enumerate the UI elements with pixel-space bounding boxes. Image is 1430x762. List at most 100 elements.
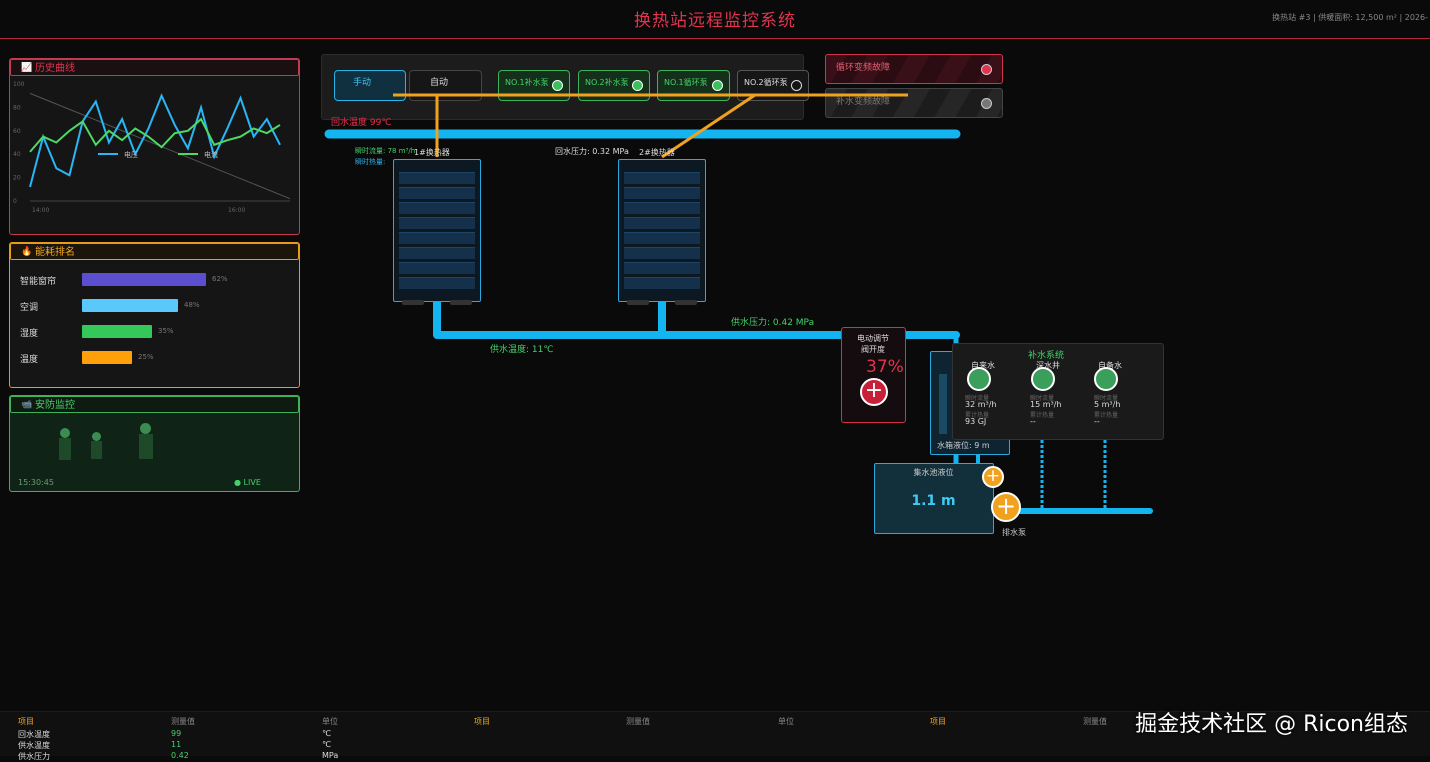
unit-heat: -- <box>1030 417 1036 426</box>
person-figure <box>90 432 102 459</box>
control-valve[interactable]: 电动调节 阀开度 37% + <box>841 327 906 423</box>
unit-flow: 5 m³/h <box>1094 400 1121 409</box>
unit-sub2: 累计热量 <box>1094 412 1119 419</box>
table-cell: MPa <box>322 751 339 760</box>
makeup-pump-icon <box>1094 367 1118 391</box>
pump-no2-circ-button[interactable]: NO.2循环泵 <box>737 70 809 101</box>
person-figure <box>58 428 72 460</box>
data-table <box>0 711 1430 756</box>
x-tick-label: 16:00 <box>228 207 245 214</box>
unit-name: 自来水 <box>971 361 995 370</box>
rank-bar <box>82 351 132 364</box>
heat-exchanger-1[interactable] <box>393 159 481 305</box>
status-indicator <box>552 80 563 91</box>
makeup-unit-2[interactable]: 深水井 瞬时流量 15 m³/h 累计热量 -- <box>1028 360 1078 430</box>
pump-no2-makeup-button[interactable]: NO.2补水泵 <box>578 70 650 101</box>
rank-bar <box>82 273 206 286</box>
hx1-label: 1#换热器 <box>414 148 450 157</box>
table-cell: 11 <box>171 740 182 749</box>
makeup-unit-1[interactable]: 自来水 瞬时流量 32 m³/h 累计热量 93 GJ <box>963 360 1013 430</box>
tank-level-label: 水箱液位: 9 m <box>937 441 990 450</box>
heat-exchanger-2[interactable] <box>618 159 706 305</box>
rank-percent: 48% <box>184 301 200 309</box>
table-header: 测量值 <box>171 717 195 726</box>
makeup-title: 补水系统 <box>1028 351 1065 361</box>
history-panel-title: 历史曲线 <box>35 63 75 74</box>
table-cell: 回水温度 <box>18 730 50 739</box>
table-header: 单位 <box>322 717 338 726</box>
table-cell: 供水压力 <box>18 752 50 761</box>
unit-sub1: 瞬时流量 <box>1030 395 1055 402</box>
header-bar <box>0 0 1430 39</box>
table-header: 项目 <box>18 717 34 726</box>
manual-mode-button[interactable]: 手动 <box>334 70 406 101</box>
collection-tank-level: 1.1 m <box>911 493 956 509</box>
y-tick-label: 20 <box>13 175 21 182</box>
security-title: 安防监控 <box>35 400 75 411</box>
heat-label: 瞬时热量: <box>355 158 386 166</box>
table-cell: 供水温度 <box>18 741 50 750</box>
pump-label: NO.1循环泵 <box>664 78 708 87</box>
drain-pump-label: 排水泵 <box>1002 528 1026 537</box>
table-cell: 99 <box>171 729 182 738</box>
unit-sub1: 瞬时流量 <box>965 395 990 402</box>
series-line-1 <box>29 117 281 153</box>
legend-label: 电压 <box>124 150 138 159</box>
hx2-label: 2#换热器 <box>639 148 675 157</box>
makeup-vfd-alarm[interactable]: 补水变频故障 <box>825 88 1003 118</box>
legend-label: 电流 <box>204 150 218 159</box>
drain-pump-icon[interactable]: + <box>991 492 1021 522</box>
table-header: 项目 <box>930 717 946 726</box>
rank-label: 温度 <box>20 355 39 365</box>
unit-heat: -- <box>1094 417 1100 426</box>
alarm-indicator <box>981 98 992 109</box>
rank-label: 智能窗帘 <box>20 277 57 287</box>
unit-sub2: 累计热量 <box>965 412 990 419</box>
circulation-vfd-alarm[interactable]: 循环变频故障 <box>825 54 1003 84</box>
energy-rank-header: 🔥 能耗排名 <box>10 243 299 260</box>
makeup-unit-3[interactable]: 自备水 瞬时流量 5 m³/h 累计热量 -- <box>1092 360 1142 430</box>
page-title: 换热站远程监控系统 <box>634 11 796 31</box>
return-temp-label: 回水温度 99℃ <box>331 118 392 128</box>
table-header: 测量值 <box>1083 717 1107 726</box>
alarm-label: 循环变频故障 <box>836 63 891 73</box>
pump-label: NO.2循环泵 <box>744 78 788 87</box>
auto-mode-button[interactable]: 自动 <box>409 70 482 101</box>
table-cell: ℃ <box>322 740 331 749</box>
valve-subtitle: 阀开度 <box>861 345 885 354</box>
table-header: 测量值 <box>626 717 650 726</box>
status-indicator <box>712 80 723 91</box>
table-cell: ℃ <box>322 729 331 738</box>
makeup-water-panel: 补水系统 自来水 瞬时流量 32 m³/h 累计热量 93 GJ 深水井 瞬时流… <box>952 343 1164 440</box>
return-pressure-label: 回水压力: 0.32 MPa <box>555 147 629 156</box>
rank-percent: 25% <box>138 353 154 361</box>
x-tick-label: 14:00 <box>32 207 49 214</box>
rank-label: 湿度 <box>20 329 39 339</box>
supply-pipe <box>433 298 666 339</box>
unit-name: 深水井 <box>1036 361 1060 370</box>
y-tick-label: 80 <box>13 104 21 111</box>
valve-icon: + <box>860 378 888 406</box>
pump-label: NO.1补水泵 <box>505 78 549 87</box>
table-header: 项目 <box>474 717 490 726</box>
pump-label: NO.2补水泵 <box>585 78 629 87</box>
valve-title: 电动调节 <box>857 334 889 343</box>
unit-sub2: 累计热量 <box>1030 412 1055 419</box>
pump-no1-circ-button[interactable]: NO.1循环泵 <box>657 70 730 101</box>
pump-no1-makeup-button[interactable]: NO.1补水泵 <box>498 70 570 101</box>
chart-icon: 📈 <box>21 63 33 73</box>
table-cell: 0.42 <box>171 751 189 760</box>
y-tick-label: 60 <box>13 128 21 135</box>
unit-name: 自备水 <box>1098 361 1122 370</box>
drain-pump-icon[interactable]: + <box>982 466 1004 488</box>
rank-bar <box>82 299 178 312</box>
rank-percent: 35% <box>158 327 174 335</box>
security-panel: 📹 安防监控 15:30:45 ● LIVE <box>9 395 300 492</box>
rank-bar <box>82 325 152 338</box>
collection-tank[interactable]: 集水池液位 1.1 m <box>874 463 994 534</box>
series-line-0 <box>29 93 281 188</box>
energy-rank-title: 能耗排名 <box>35 247 75 258</box>
history-panel-header: 📈 历史曲线 <box>10 59 299 76</box>
